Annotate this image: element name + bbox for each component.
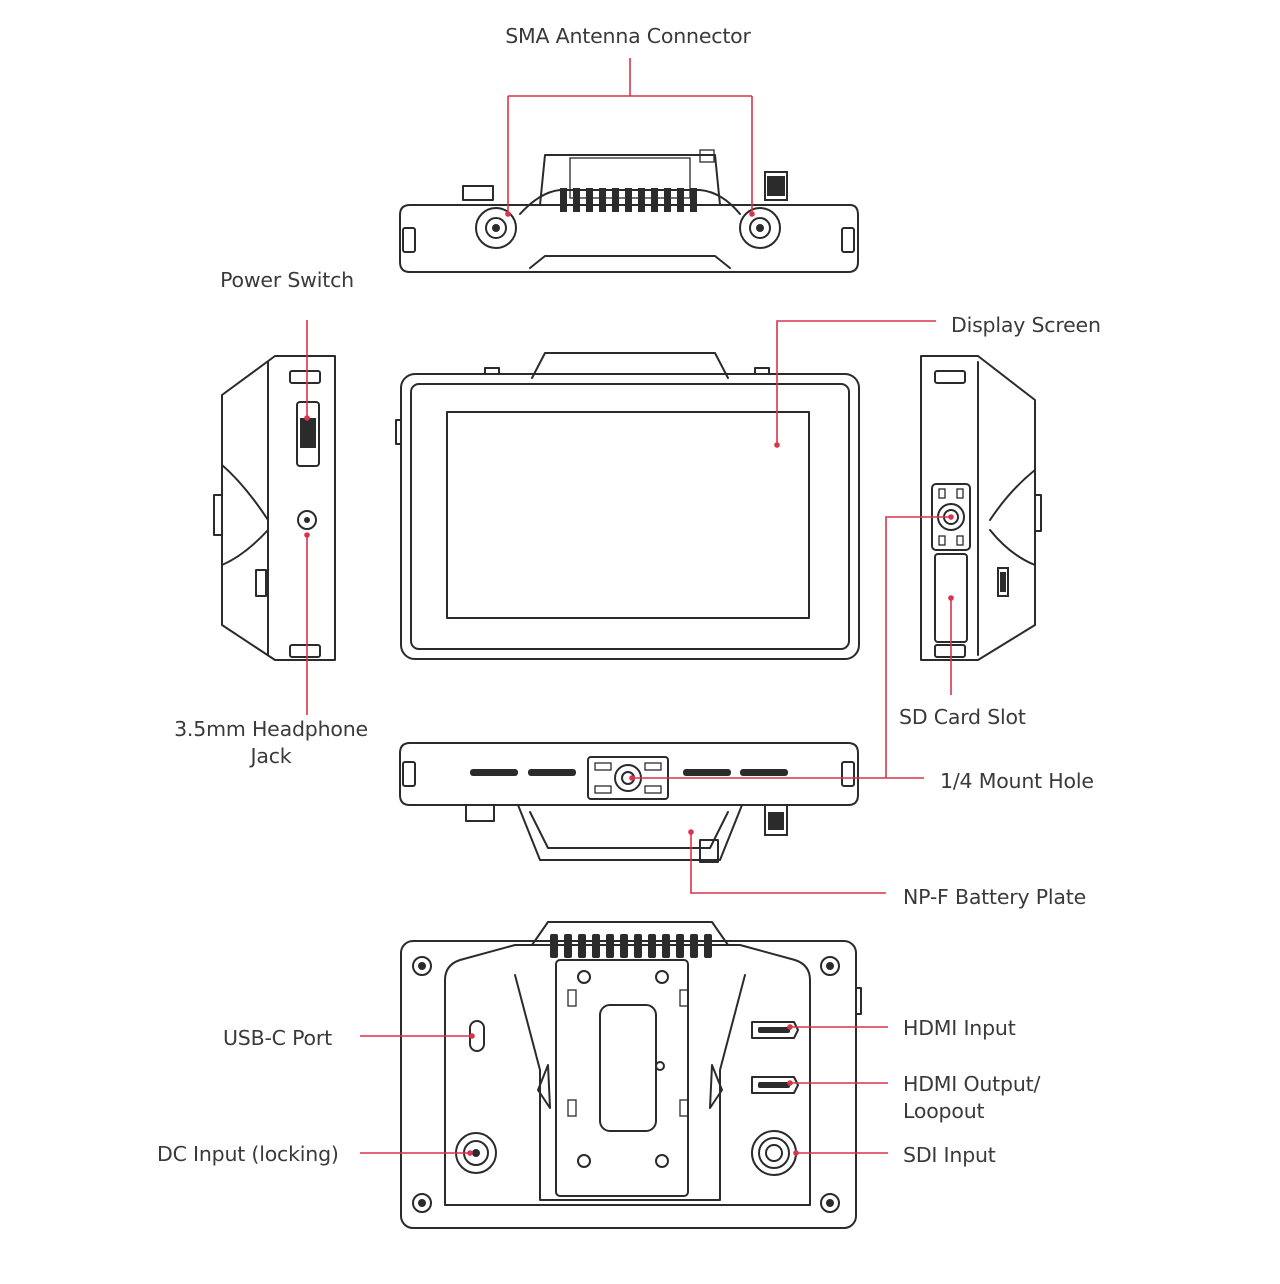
- right-side-view: [920, 355, 1042, 661]
- bottom-view: [399, 742, 859, 863]
- top-vent-slots: [560, 188, 697, 212]
- label-power-switch: Power Switch: [220, 268, 354, 292]
- label-sma-antenna: SMA Antenna Connector: [505, 24, 751, 48]
- front-view: [395, 352, 860, 660]
- back-vent-slots: [550, 934, 712, 958]
- label-headphone-jack: 3.5mm Headphone Jack: [158, 716, 384, 770]
- label-usb-c-port: USB-C Port: [223, 1026, 332, 1050]
- label-mount-hole: 1/4 Mount Hole: [940, 769, 1094, 793]
- label-hdmi-input: HDMI Input: [903, 1016, 1016, 1040]
- label-hdmi-output-line1: HDMI Output/: [903, 1072, 1041, 1096]
- label-display-screen: Display Screen: [951, 313, 1101, 337]
- label-battery-plate: NP-F Battery Plate: [903, 885, 1087, 909]
- label-hdmi-output-line2: Loopout: [903, 1099, 985, 1123]
- label-sdi-input: SDI Input: [903, 1143, 996, 1167]
- label-hdmi-output: HDMI Output/ Loopout: [903, 1071, 1103, 1125]
- label-headphone-jack-line1: 3.5mm Headphone: [174, 717, 368, 741]
- label-sd-card-slot: SD Card Slot: [899, 705, 1026, 729]
- callout-lines: [304, 58, 954, 1156]
- top-view: [399, 149, 859, 273]
- left-side-view: [213, 355, 336, 661]
- label-dc-input: DC Input (locking): [157, 1142, 339, 1166]
- back-view: [400, 921, 862, 1229]
- label-headphone-jack-line2: Jack: [250, 744, 292, 768]
